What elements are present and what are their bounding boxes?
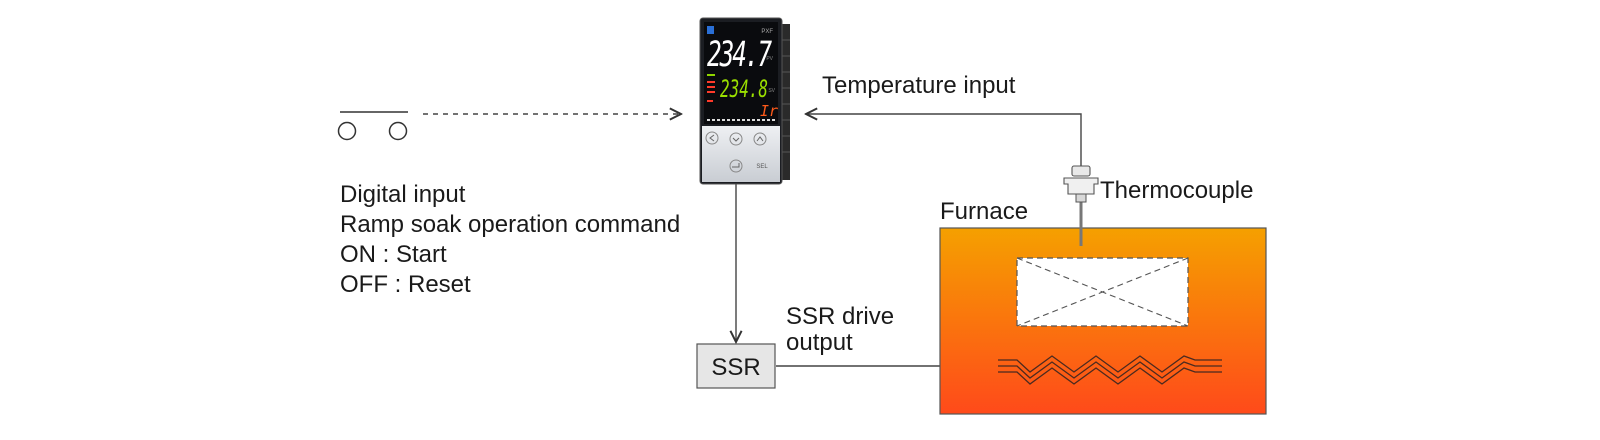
ssr-box xyxy=(696,343,776,389)
thermocouple-icon xyxy=(1063,165,1099,246)
down-key[interactable] xyxy=(729,132,743,146)
temperature-input-label: Temperature input xyxy=(822,72,1016,99)
status-indicator-lamps xyxy=(707,74,715,102)
enter-key[interactable] xyxy=(729,159,743,173)
ssr-drive-output-label: SSR drive xyxy=(786,303,895,330)
pv-display: 234.7 xyxy=(707,35,772,75)
workpiece-placeholder xyxy=(1016,257,1189,327)
left-key[interactable] xyxy=(705,131,719,145)
off-reset-label: OFF : Reset xyxy=(340,271,471,298)
ssr-box-label: SSR xyxy=(711,354,760,381)
sel-key[interactable]: SEL xyxy=(756,164,768,170)
digital-input-title: Digital input xyxy=(340,181,466,208)
thermocouple-label: Thermocouple xyxy=(1100,177,1254,204)
chevron-down-icon xyxy=(732,137,740,142)
digital-input-switch-icon xyxy=(337,111,408,141)
chevron-left-icon xyxy=(709,134,715,142)
controller-model-label: PXF xyxy=(761,29,773,35)
heater-coil-icon xyxy=(998,355,1222,385)
up-key[interactable] xyxy=(753,132,767,146)
chevron-up-icon xyxy=(756,136,764,142)
enter-arrow-icon xyxy=(732,163,740,168)
ramp-soak-command-label: Ramp soak operation command xyxy=(340,211,681,238)
pv-tag: PV xyxy=(766,56,773,62)
ssr-drive-output-label-2: output xyxy=(786,329,853,356)
sv-tag: SV xyxy=(768,88,775,94)
keypad-panel xyxy=(702,126,780,182)
on-start-label: ON : Start xyxy=(340,241,447,268)
temperature-input-wire xyxy=(806,114,1082,170)
furnace-label: Furnace xyxy=(940,198,1029,225)
temperature-controller: PXF 234.7 PV 234.8 SV Ir SEL xyxy=(699,17,790,185)
sv-display: 234.8 xyxy=(720,75,768,103)
mode-display: Ir xyxy=(760,102,778,120)
brand-logo-icon xyxy=(707,26,714,34)
